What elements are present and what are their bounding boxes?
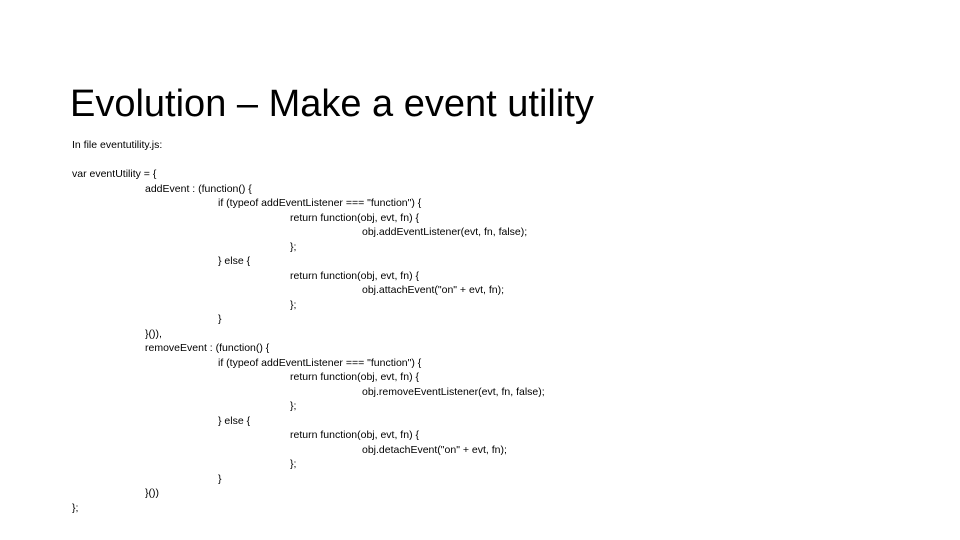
code-line: var eventUtility = { bbox=[72, 168, 157, 180]
code-line: removeEvent : (function() { bbox=[145, 342, 270, 354]
code-line: }; bbox=[290, 240, 297, 253]
code-line: if (typeof addEventListener === "functio… bbox=[218, 356, 422, 369]
code-line: }()) bbox=[145, 487, 159, 499]
code-line: obj.addEventListener(evt, fn, false); bbox=[362, 226, 528, 238]
code-block: var eventUtility = { addEvent : (function… bbox=[72, 167, 932, 515]
code-line: }; bbox=[290, 458, 297, 470]
code-line: obj.attachEvent("on" + evt, fn); bbox=[362, 284, 504, 296]
slide-body: In file eventutility.js: var eventUtilit… bbox=[72, 138, 932, 515]
intro-text: In file eventutility.js: bbox=[72, 139, 163, 151]
spacer-line bbox=[72, 153, 932, 168]
code-line: }; bbox=[290, 298, 297, 311]
code-line: } bbox=[218, 472, 222, 485]
code-line: return function(obj, evt, fn) { bbox=[290, 371, 419, 383]
code-line: addEvent : (function() { bbox=[145, 182, 252, 195]
code-line: obj.detachEvent("on" + evt, fn); bbox=[362, 443, 507, 456]
code-line: return function(obj, evt, fn) { bbox=[290, 269, 419, 282]
code-line: }; bbox=[290, 400, 297, 412]
code-line: obj.removeEventListener(evt, fn, false); bbox=[362, 385, 545, 398]
code-line: } else { bbox=[218, 255, 251, 267]
code-line: }()), bbox=[145, 327, 162, 340]
code-line: return function(obj, evt, fn) { bbox=[290, 211, 419, 224]
code-line: }; bbox=[72, 501, 79, 514]
code-line: } else { bbox=[218, 414, 251, 427]
code-line: } bbox=[218, 313, 222, 325]
code-line: return function(obj, evt, fn) { bbox=[290, 429, 419, 441]
page-title: Evolution – Make a event utility bbox=[70, 83, 594, 126]
code-line: if (typeof addEventListener === "functio… bbox=[218, 197, 422, 209]
